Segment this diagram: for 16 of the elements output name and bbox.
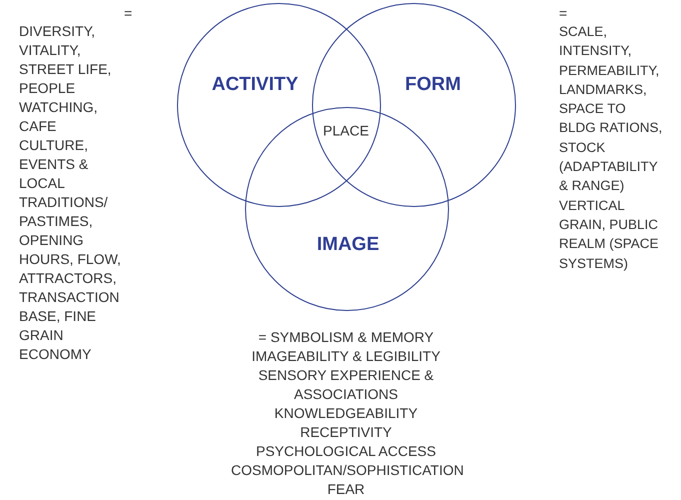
circle-title: IMAGE — [316, 232, 380, 257]
circle-title: FORM — [405, 72, 461, 97]
circle-title: ACTIVITY — [212, 72, 298, 97]
activity-description: DIVERSITY, VITALITY, STREET LIFE, PEOPLE WATCHING, CAFE CULTURE, EVENTS & LOCAL TRADITIONS/ PASTIMES, OPENING HOURS, FLOW, ATTRACTORS, TRANSACTION BASE, FINE GRAIN ECONOMY — [19, 22, 122, 364]
image-description-line: PSYCHOLOGICAL ACCESS — [255, 442, 437, 461]
image-description-line: COSMOPOLITAN/SOPHISTICATION — [231, 461, 461, 480]
image-description-line: = SYMBOLISM & MEMORY — [257, 328, 435, 347]
equals-sign: = — [559, 4, 568, 23]
image-description-line: RECEPTIVITY — [299, 423, 393, 442]
image-description-line: IMAGEABILITY & LEGIBILITY — [250, 347, 442, 366]
image-description-line: FEAR — [326, 480, 366, 499]
intersection-label: PLACE — [323, 122, 369, 140]
image-description-line: SENSORY EXPERIENCE & ASSOCIATIONS — [257, 366, 435, 404]
equals-sign: = — [124, 4, 132, 23]
image-description-line: KNOWLEDGEABILITY — [273, 404, 419, 423]
form-description: SCALE, INTENSITY, PERMEABILITY, LANDMARKS, SPACE TO BLDG RATIONS, STOCK (ADAPTABILITY & RANGE) VERTICAL GRAIN, PUBLIC REALM (SPACE SYSTEMS) — [559, 23, 664, 273]
